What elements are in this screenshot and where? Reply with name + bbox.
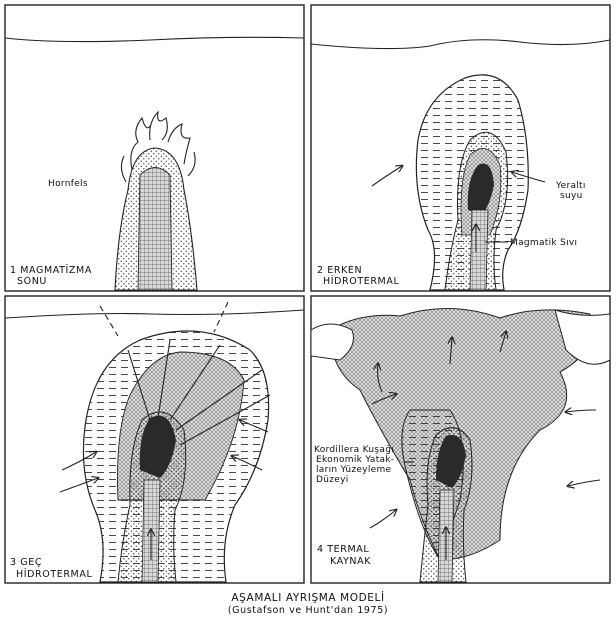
stage-label-3-line1: 3 GEÇ (10, 557, 42, 568)
intrusion-core (138, 168, 172, 291)
label-belt-2: Ekonomik Yatak- (316, 455, 394, 465)
panel-magmatism-end: Hornfels 1 MAGMATİZMA SONU (5, 5, 304, 291)
label-belt-1: Kordillera Kuşağı (314, 445, 394, 455)
label-belt-4: Düzeyi (316, 475, 349, 485)
stage-label-4-line1: 4 TERMAL (317, 544, 369, 555)
panel-late-hydrothermal: 3 GEÇ HİDROTERMAL (5, 296, 304, 583)
figure-source: (Gustafson ve Hunt'dan 1975) (228, 605, 388, 616)
stage-label-3-line2: HİDROTERMAL (16, 569, 92, 580)
label-hornfels: Hornfels (48, 179, 88, 189)
label-groundwater-1: Yeraltı (555, 181, 586, 191)
stage-label-2-line1: 2 ERKEN (317, 265, 362, 276)
panel-early-hydrothermal: Yeraltı suyu Magmatik Sıvı 2 ERKEN HİDRO… (311, 5, 610, 291)
label-groundwater-2: suyu (560, 191, 583, 201)
stage-label-4-line2: KAYNAK (330, 556, 371, 567)
label-belt-3: ların Yüzeyleme (316, 465, 392, 475)
panel-thermal-spring: Kordillera Kuşağı Ekonomik Yatak- ların … (311, 296, 610, 583)
figure-title: AŞAMALI AYRIŞMA MODELİ (231, 591, 384, 604)
stage-label-1-line2: SONU (17, 276, 47, 287)
stage-label-1-line1: 1 MAGMATİZMA (10, 265, 92, 276)
label-magmatic-fluid: Magmatik Sıvı (510, 238, 577, 248)
stage-label-2-line2: HİDROTERMAL (323, 276, 399, 287)
